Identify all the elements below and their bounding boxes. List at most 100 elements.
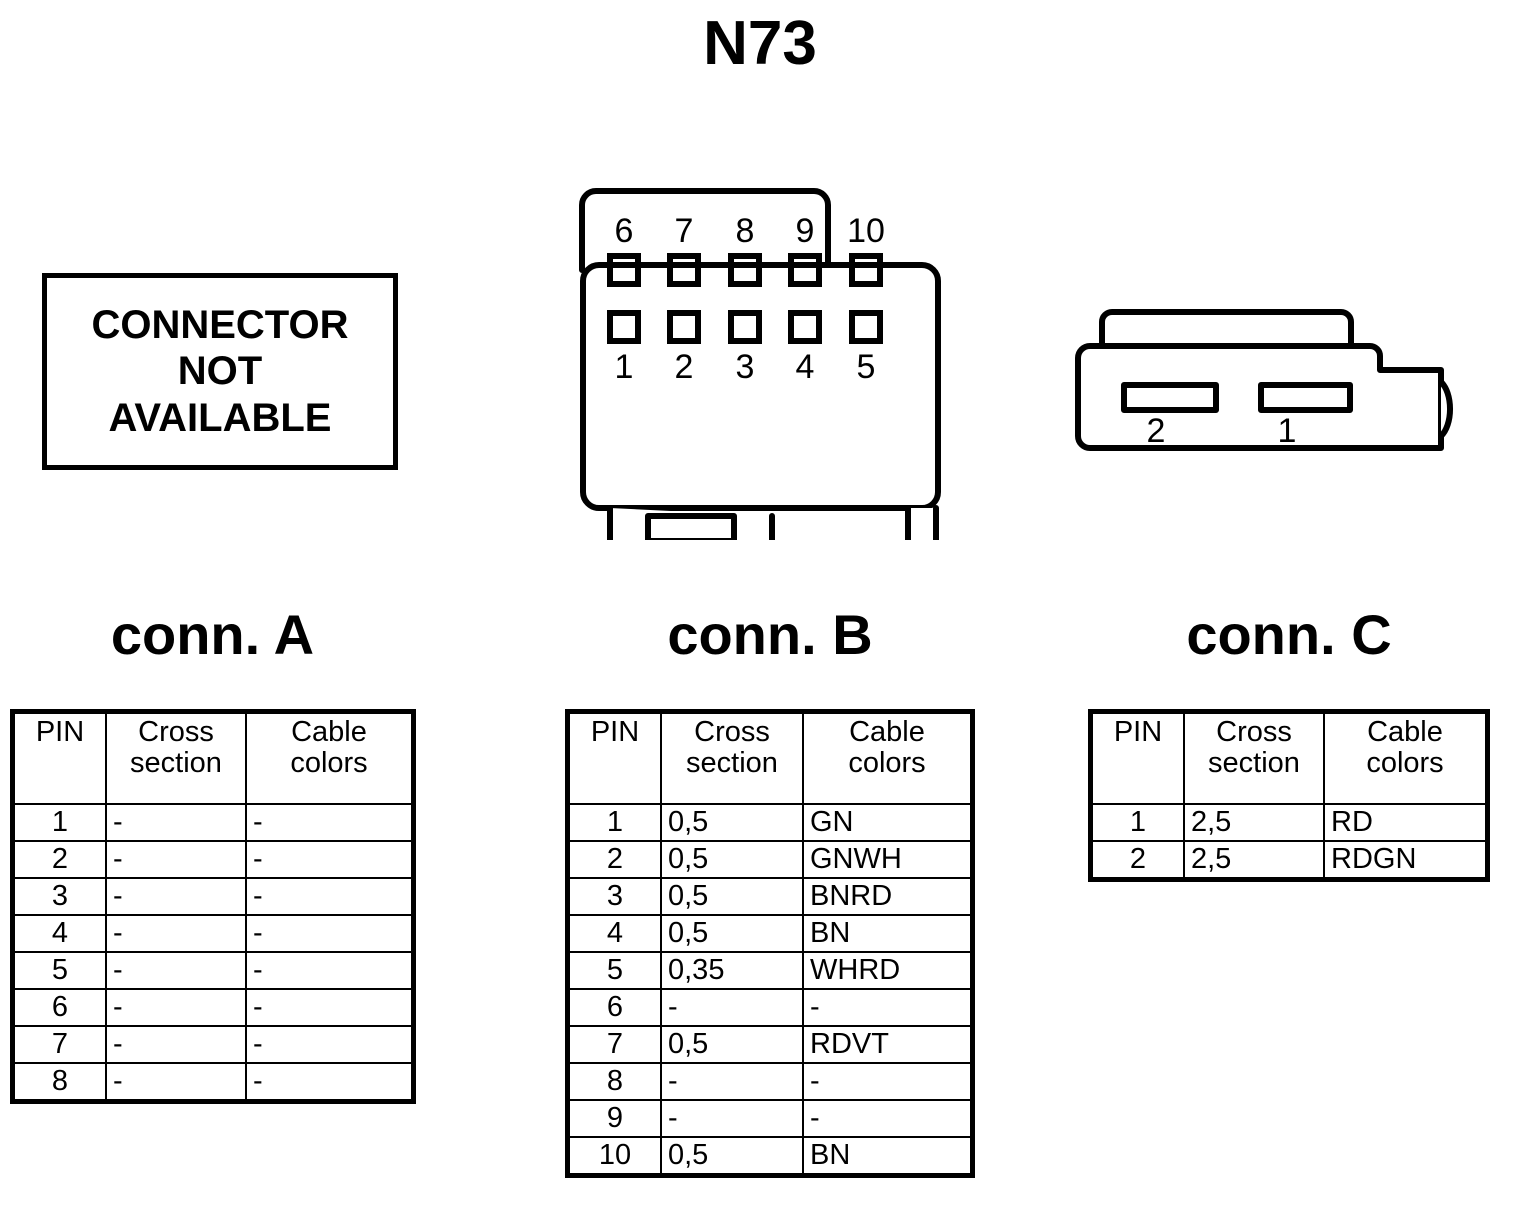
cell-pin: 2	[568, 840, 662, 879]
cell-cable-colors: -	[245, 951, 413, 990]
cell-pin: 4	[13, 914, 107, 953]
table-header-row: PIN Cross section Cable colors	[568, 712, 972, 805]
header-cross-section: Cross section	[1183, 712, 1325, 805]
cell-pin: 8	[13, 1062, 107, 1101]
cell-cross-section: -	[105, 988, 247, 1027]
header-cross-line1: Cross	[694, 716, 770, 748]
table-row: 2--	[13, 840, 413, 879]
cell-pin: 8	[568, 1062, 662, 1101]
cell-cross-section: -	[105, 803, 247, 842]
cell-pin: 6	[13, 988, 107, 1027]
table-row: 8--	[13, 1062, 413, 1101]
cell-cable-colors: RDVT	[802, 1025, 972, 1064]
header-cable-colors: Cable colors	[1323, 712, 1487, 805]
header-cable-line2: colors	[290, 747, 368, 780]
cell-pin: 1	[13, 803, 107, 842]
connector-c-rear-lever	[1099, 309, 1354, 349]
cell-cable-colors: -	[245, 803, 413, 842]
cell-cross-section: 0,5	[660, 1025, 804, 1064]
cell-cross-section: 0,5	[660, 914, 804, 953]
connector-c-slot-2	[1121, 382, 1219, 413]
cell-cross-section: 2,5	[1183, 803, 1325, 842]
cell-cable-colors: -	[245, 914, 413, 953]
conn-a-table-body: 1--2--3--4--5--6--7--8--	[13, 803, 413, 1101]
cell-pin: 5	[568, 951, 662, 990]
header-pin-line1: PIN	[1113, 716, 1163, 748]
connector-b-pin-label-5: 5	[857, 348, 876, 386]
header-pin: PIN	[568, 712, 662, 805]
table-row: 1--	[13, 803, 413, 842]
connector-b-pin-square-5	[849, 310, 883, 344]
cell-cable-colors: WHRD	[802, 951, 972, 990]
header-cross-line2: section	[686, 747, 778, 780]
header-cable-colors: Cable colors	[245, 712, 413, 805]
connector-c-right-tab	[1438, 379, 1453, 439]
connector-c-drawing: 2 1	[1075, 309, 1453, 451]
cell-pin: 7	[568, 1025, 662, 1064]
table-row: 3--	[13, 877, 413, 916]
na-line-2: NOT	[177, 349, 263, 394]
cell-cable-colors: GNWH	[802, 840, 972, 879]
cell-cable-colors: -	[245, 877, 413, 916]
cell-cross-section: 0,5	[660, 840, 804, 879]
connector-b-right-latch	[905, 505, 939, 540]
table-row: 6--	[568, 988, 972, 1027]
header-cable-line2: colors	[1366, 747, 1444, 780]
cell-cross-section: -	[660, 988, 804, 1027]
cell-cross-section: -	[105, 1025, 247, 1064]
connector-b-pin-square-8	[728, 253, 762, 287]
connector-c-slot-label-2: 2	[1147, 412, 1166, 450]
cell-pin: 2	[13, 840, 107, 879]
cell-pin: 3	[568, 877, 662, 916]
cell-cable-colors: RD	[1323, 803, 1487, 842]
table-row: 4--	[13, 914, 413, 953]
cell-cross-section: -	[105, 877, 247, 916]
na-line-1: CONNECTOR	[91, 302, 349, 347]
connector-b-pin-square-3	[728, 310, 762, 344]
table-row: 5--	[13, 951, 413, 990]
connector-b-pin-label-10: 10	[847, 212, 885, 250]
conn-a-title: conn. A	[110, 603, 315, 666]
cell-cross-section: 0,35	[660, 951, 804, 990]
table-row: 8--	[568, 1062, 972, 1101]
header-cross-line2: section	[1208, 747, 1300, 780]
cell-cable-colors: BNRD	[802, 877, 972, 916]
connector-b-body	[580, 262, 941, 511]
header-pin: PIN	[1091, 712, 1185, 805]
cell-cable-colors: RDGN	[1323, 840, 1487, 879]
connector-b-rib-block	[645, 513, 737, 540]
cell-pin: 5	[13, 951, 107, 990]
header-cross-section: Cross section	[660, 712, 804, 805]
cell-cable-colors: -	[245, 988, 413, 1027]
header-pin-line1: PIN	[35, 716, 85, 748]
connector-b-pin-square-7	[667, 253, 701, 287]
connector-b-rear-lever	[579, 188, 831, 273]
cell-cross-section: -	[105, 1062, 247, 1101]
cell-cross-section: 0,5	[660, 1136, 804, 1175]
cell-cross-section: 0,5	[660, 803, 804, 842]
cell-pin: 1	[1091, 803, 1185, 842]
cell-pin: 10	[568, 1136, 662, 1175]
cell-cable-colors: GN	[802, 803, 972, 842]
connector-c-slot-1	[1258, 382, 1353, 413]
cell-pin: 2	[1091, 840, 1185, 879]
table-row: 9--	[568, 1099, 972, 1138]
table-header-row: PIN Cross section Cable colors	[13, 712, 413, 805]
header-pin: PIN	[13, 712, 107, 805]
page-title: N73	[703, 9, 817, 78]
connector-b-pin-square-10	[849, 253, 883, 287]
header-cross-line1: Cross	[1216, 716, 1292, 748]
header-cross-section: Cross section	[105, 712, 247, 805]
conn-a-pin-table: PIN Cross section Cable colors 1--2--3--…	[13, 712, 413, 1101]
cell-pin: 3	[13, 877, 107, 916]
connector-b-drawing: 6 7 8 9 10 1 2 3 4 5	[579, 188, 941, 540]
